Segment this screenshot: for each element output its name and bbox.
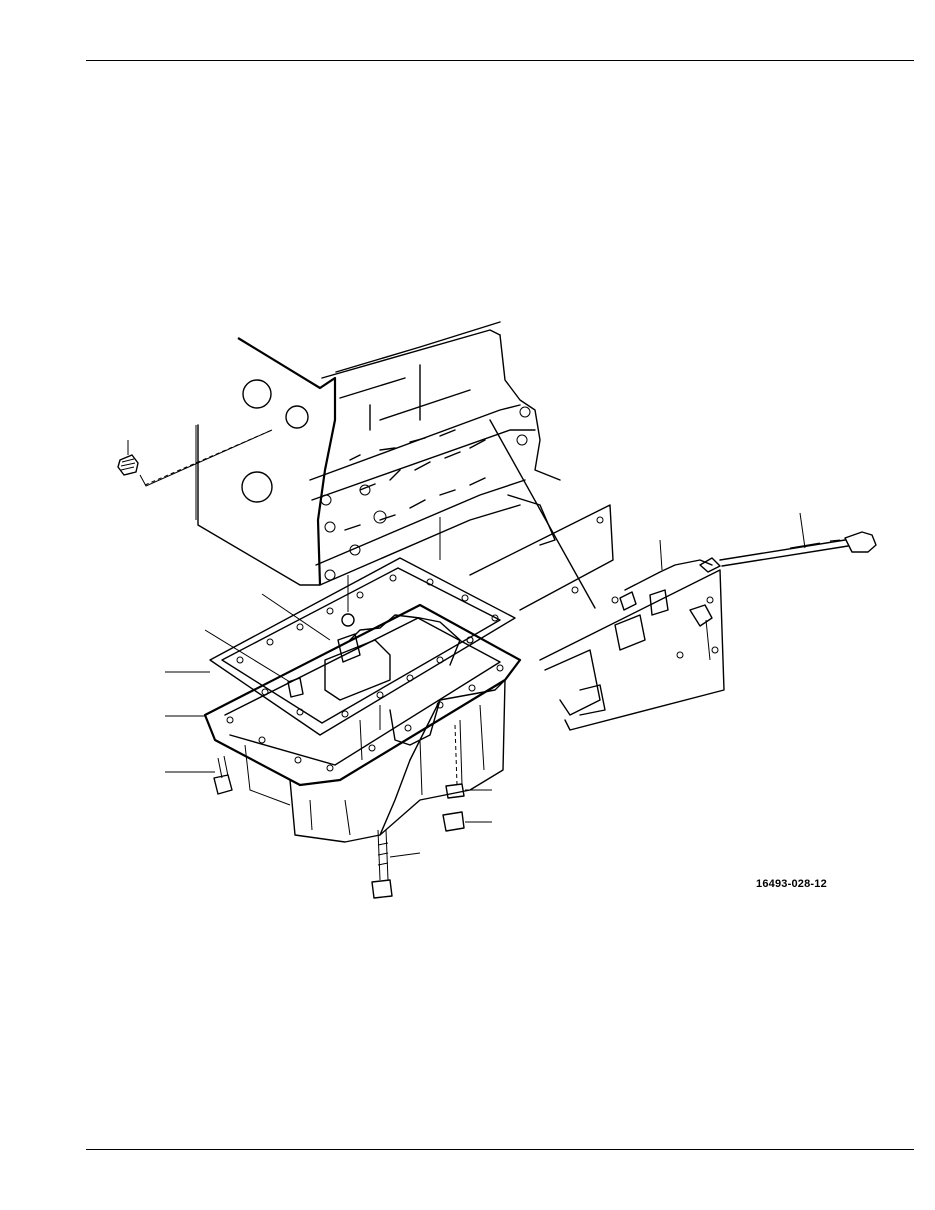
gasket-icon	[209, 557, 516, 736]
oil-pan-icon	[203, 603, 522, 843]
pipe-plug-icon	[117, 429, 273, 487]
oil-pickup-icon	[324, 575, 391, 701]
header-rule	[86, 60, 914, 61]
footer-rule	[86, 1149, 914, 1150]
bolt-icons	[213, 677, 465, 899]
engine-block-icon	[144, 321, 561, 586]
leader-lines	[165, 425, 492, 858]
dipstick-icon	[489, 419, 877, 661]
frame-rail-icon	[469, 494, 725, 731]
figure-number: 16493-028-12	[756, 878, 827, 890]
